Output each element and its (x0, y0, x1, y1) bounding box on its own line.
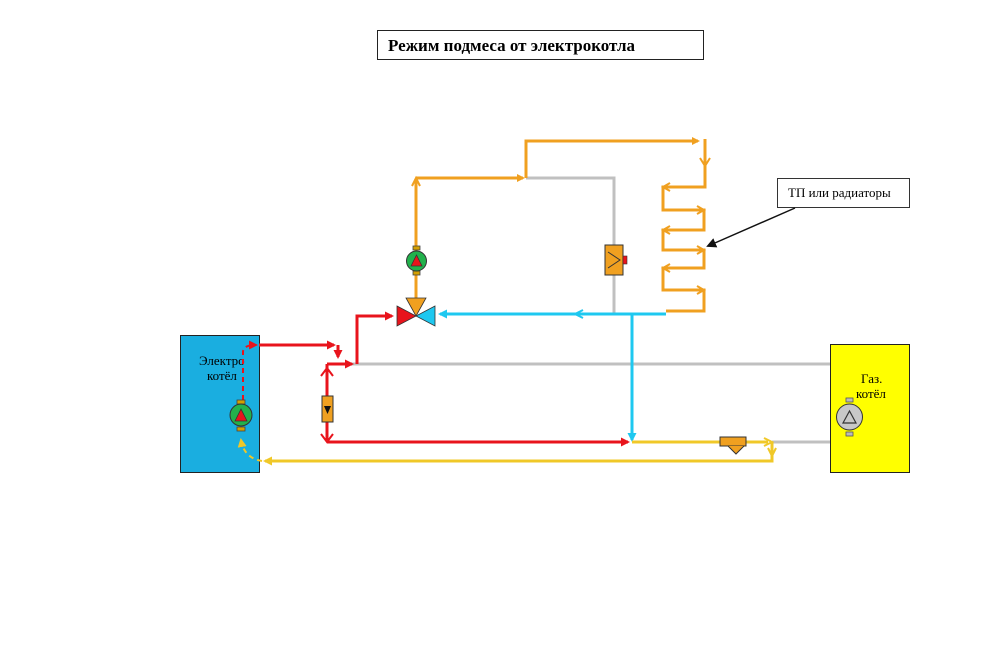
hot-arrow-up (320, 366, 334, 377)
hot-arrow-down (320, 433, 334, 444)
diagram-title-box: Режим подмеса от электрокотла (377, 30, 704, 60)
electric-boiler-label-1: Электро (199, 353, 245, 368)
filter-icon (719, 436, 747, 455)
bypass-pipe (526, 176, 616, 313)
hot-supply-pipes (259, 311, 630, 447)
warm-return-pipes (263, 440, 774, 466)
inactive-pipes (350, 176, 830, 444)
callout-pointer (706, 207, 796, 248)
mixed-flow-pipes (414, 137, 707, 313)
return-arrow-down (767, 447, 777, 459)
return-pipes (438, 309, 666, 442)
electric-boiler: Электро котёл (180, 335, 260, 473)
diagram-title: Режим подмеса от электрокотла (388, 36, 636, 55)
return-arrow-right (763, 437, 775, 447)
callout-label: ТП или радиаторы (788, 185, 891, 200)
pump-icon (229, 399, 253, 432)
gas-boiler-label-2: котёл (856, 386, 886, 401)
internal-dashed-return (237, 438, 263, 462)
boiler-return (263, 442, 774, 466)
pump-icon (406, 245, 427, 276)
radiator-coil (661, 139, 707, 313)
supply-to-valve (355, 311, 394, 364)
internal-dashed-supply (242, 340, 258, 400)
radiator-arrows (411, 157, 711, 295)
gas-pump-icon (836, 397, 863, 437)
bypass-valve-icon (604, 244, 628, 276)
gas-boiler-label-1: Газ. (861, 371, 883, 386)
callout-label-box: ТП или радиаторы (777, 178, 910, 208)
electric-boiler-label-2: котёл (207, 368, 237, 383)
three-way-valve-icon (396, 297, 436, 327)
mixed-supply-2 (524, 137, 700, 178)
check-valve-icon (321, 395, 334, 423)
return-arrow-mid (572, 309, 584, 319)
